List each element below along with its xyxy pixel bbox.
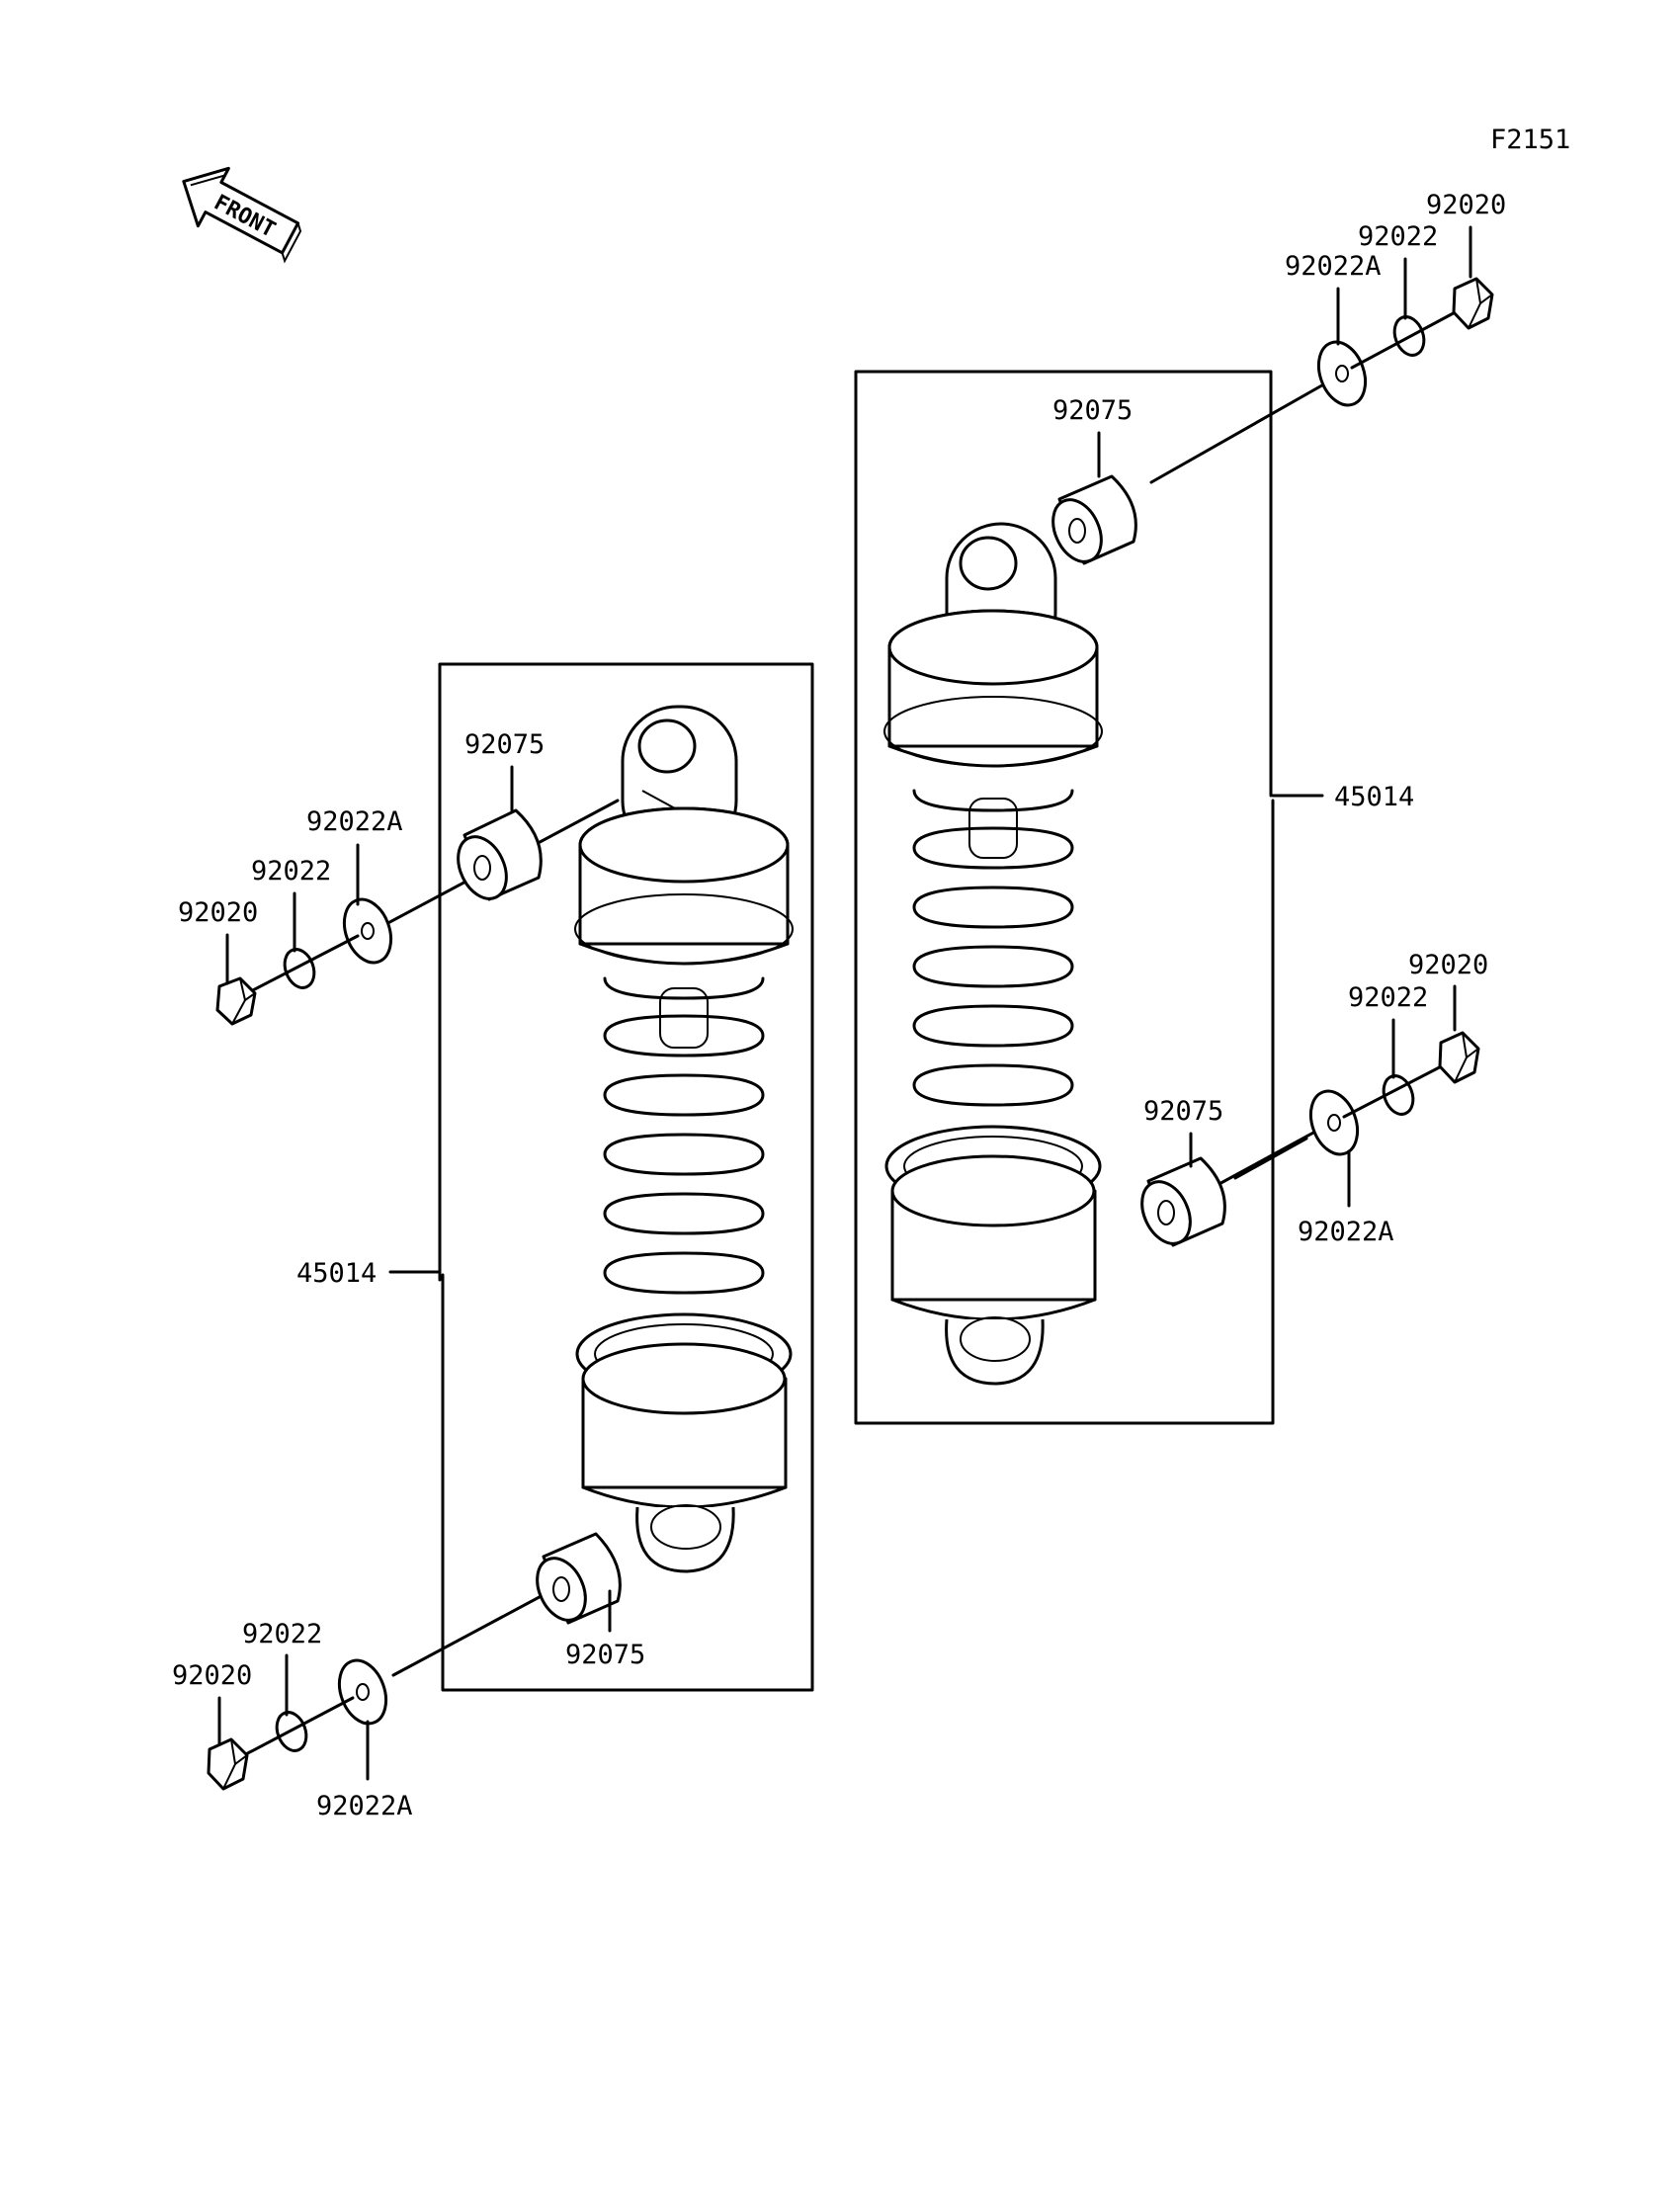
left-lower-washer-large-label: 92022A (316, 1791, 413, 1821)
left-lower-washer-small-label: 92022 (242, 1619, 322, 1649)
left-upper-washer-large (342, 897, 393, 965)
left-lower-nut-label: 92020 (172, 1660, 252, 1691)
right-shock-assembly: 45014 (854, 190, 1506, 1425)
right-lower-collar (1140, 1156, 1226, 1247)
figure-code: F2151 (1490, 125, 1570, 155)
right-lower-collar-label: 92075 (1143, 1096, 1223, 1127)
left-shock-assembly: 45014 (172, 662, 814, 1821)
left-lower-collar-label: 92075 (565, 1640, 645, 1670)
front-arrow-icon: FRONT (182, 166, 302, 264)
left-upper-collar-label: 92075 (464, 729, 545, 760)
left-upper-collar (457, 808, 543, 901)
left-spring (603, 976, 765, 1354)
left-upper-washer-small-label: 92022 (251, 856, 331, 887)
right-upper-collar-label: 92075 (1052, 395, 1133, 426)
left-upper-nut-label: 92020 (178, 897, 258, 928)
right-upper-washer-large (1316, 340, 1368, 407)
right-lower-washer-large-label: 92022A (1298, 1217, 1394, 1247)
left-upper-washer-large-label: 92022A (306, 806, 403, 837)
right-lower-washer-small-label: 92022 (1348, 982, 1428, 1013)
right-assembly-label: 45014 (1334, 782, 1414, 812)
right-upper-washer-small-label: 92022 (1358, 221, 1438, 252)
left-lower-washer-large (337, 1658, 388, 1726)
right-upper-collar (1051, 474, 1137, 565)
right-lower-nut-label: 92020 (1408, 950, 1488, 980)
right-upper-washer-large-label: 92022A (1285, 251, 1382, 282)
left-lower-collar (536, 1532, 622, 1625)
right-upper-nut-label: 92020 (1426, 190, 1506, 220)
left-upper-washer-small (283, 948, 316, 989)
left-assembly-label: 45014 (296, 1258, 377, 1289)
right-spring (912, 789, 1074, 1166)
right-lower-washer-large (1308, 1089, 1360, 1156)
